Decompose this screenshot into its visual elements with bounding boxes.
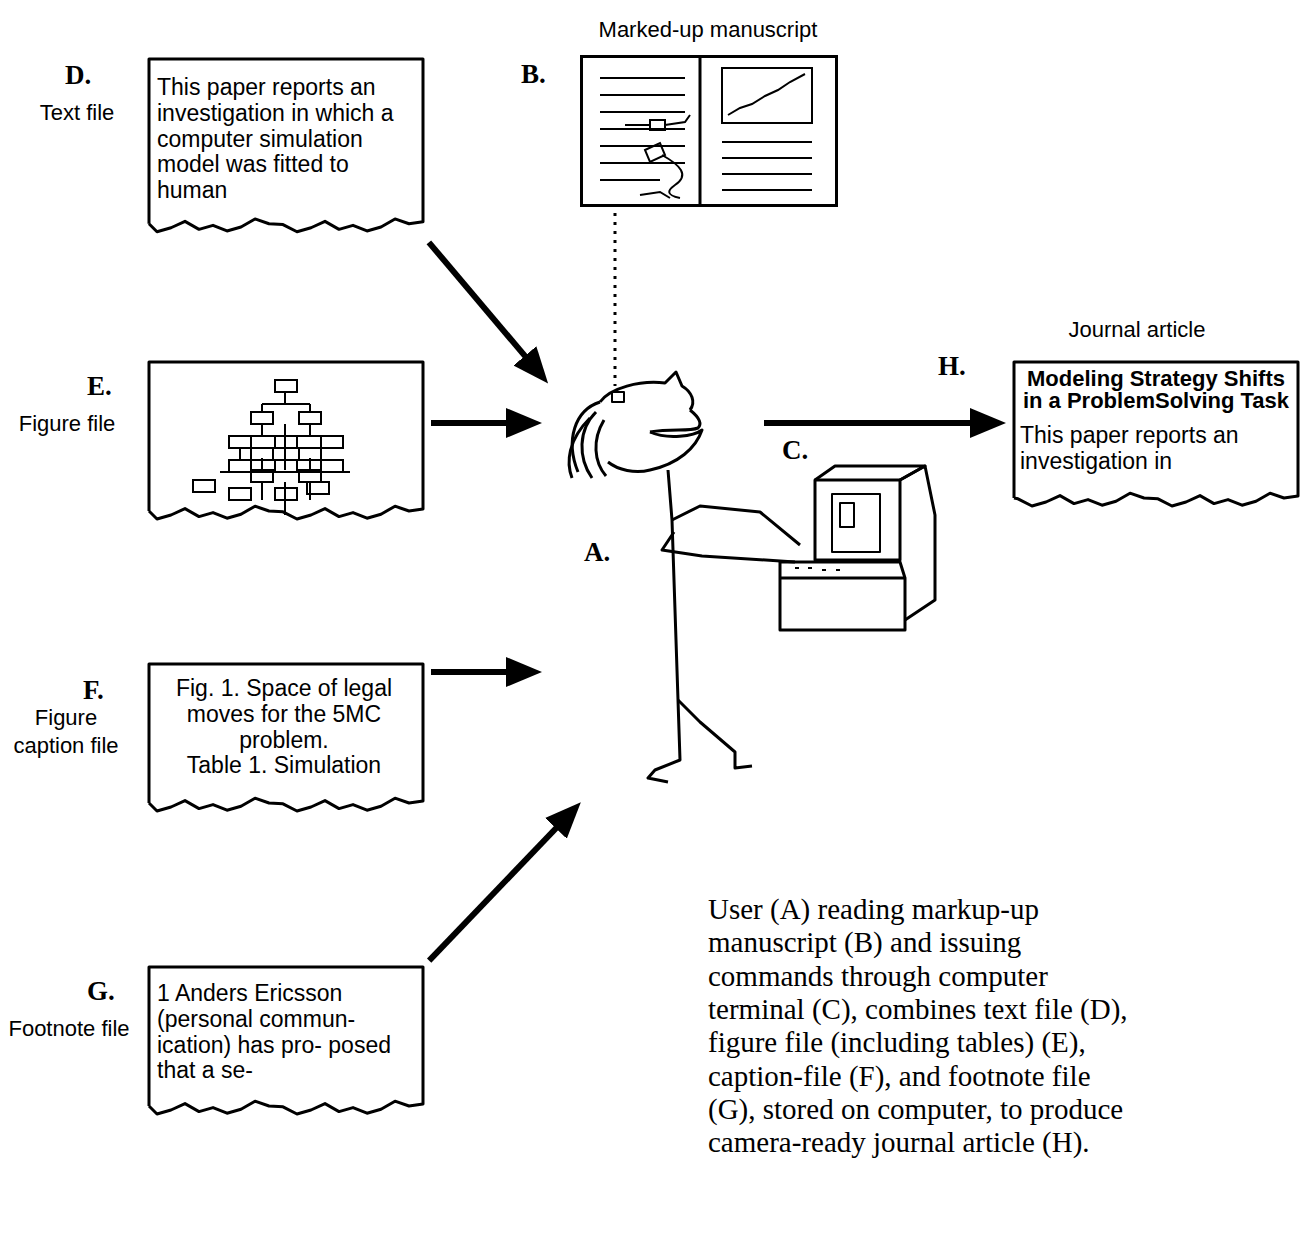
tree-figure [229, 436, 251, 448]
stick-figure [678, 700, 752, 768]
flow-arrow [429, 242, 535, 368]
manuscript-drawing [722, 68, 812, 123]
callout-letter: D. [65, 61, 115, 91]
user-figure: A. [548, 388, 758, 798]
stick-figure [569, 372, 800, 782]
tree-figure [275, 380, 297, 392]
computer-terminal [780, 577, 905, 580]
manuscript-drawing [600, 94, 685, 96]
body-text: This paper reports an investigation in [1020, 423, 1258, 475]
tree-figure [307, 482, 329, 494]
manuscript-drawing [728, 74, 805, 115]
tree-figure [275, 460, 297, 472]
caption-file: F.Figure caption fileFig. 1. Space of le… [147, 662, 425, 817]
tree-figure [193, 480, 215, 492]
torn-page-outline [149, 59, 423, 232]
text-file: D.Text fileThis paper reports an investi… [147, 57, 425, 238]
torn-page-outline [149, 664, 423, 811]
tree-figure [275, 436, 297, 448]
callout-letter: C. [782, 436, 822, 466]
flow-arrow [431, 669, 522, 675]
manuscript-drawing [600, 145, 685, 147]
figure-file: E.Figure file [147, 360, 425, 525]
tree-figure [215, 392, 350, 515]
computer-terminal: C. [780, 440, 940, 635]
box-heading: Figure caption file [10, 704, 122, 759]
torn-page-outline [149, 362, 423, 519]
torn-page-outline [149, 967, 423, 1114]
tree-figure [193, 380, 350, 515]
manuscript-drawing [722, 157, 812, 159]
box-heading: Figure file [15, 410, 119, 438]
callout-letter: E. [87, 372, 127, 402]
tree-figure [299, 412, 321, 424]
tree-figure [251, 448, 273, 460]
callout-letter: G. [87, 977, 127, 1007]
tree-figure [299, 470, 321, 482]
box-heading: Text file [35, 99, 119, 127]
tree-figure [275, 488, 297, 500]
stick-figure [662, 532, 795, 562]
body-text: Fig. 1. Space of legal moves for the 5MC… [161, 676, 407, 753]
stick-figure [569, 418, 590, 478]
callout-letter: A. [584, 538, 624, 568]
manuscript-drawing [722, 189, 812, 191]
manuscript-drawing [722, 173, 812, 175]
tree-figure [299, 448, 321, 460]
callout-letter: F. [83, 676, 123, 706]
manuscript-drawing [640, 192, 670, 198]
tree-figure [321, 436, 343, 448]
footnote-file: G.Footnote file1 Anders Ericsson (person… [147, 965, 425, 1120]
journal-article: Journal articleH.Modeling Strategy Shift… [1012, 360, 1300, 512]
flow-arrow [764, 420, 986, 426]
computer-terminal [795, 568, 840, 570]
stick-figure [672, 506, 800, 545]
stick-figure [608, 430, 702, 472]
manuscript-drawing [722, 141, 812, 143]
torn-page-outline [147, 360, 425, 525]
figure-caption: User (A) reading markup-up manuscript (B… [708, 893, 1128, 1160]
manuscript-drawing [600, 57, 812, 205]
callout-letter: B. [521, 60, 561, 90]
manuscript-drawing [600, 128, 685, 130]
manuscript-drawing [625, 115, 690, 130]
stick-figure [612, 392, 624, 402]
tree-figure [229, 488, 251, 500]
manuscript-box: Marked-up manuscriptB. [580, 55, 838, 207]
tree-figure [251, 412, 273, 424]
box-heading: Marked-up manuscript [543, 16, 873, 44]
torn-page-outline [1014, 362, 1298, 506]
body-text: This paper reports an investigation in w… [157, 75, 395, 204]
manuscript-drawing [600, 179, 660, 181]
gaze-line [614, 213, 617, 386]
manuscript-drawing [645, 143, 682, 198]
computer-terminal [840, 503, 854, 527]
manuscript-drawing [600, 77, 685, 79]
computer-terminal [815, 466, 925, 480]
tree-figure [251, 470, 273, 482]
stick-figure [596, 420, 606, 476]
stick-figure [582, 412, 596, 478]
computer-terminal [780, 562, 905, 630]
box-heading: Journal article [1002, 316, 1272, 344]
body-text: Table 1. Simulation [161, 753, 407, 779]
tree-figure [321, 460, 343, 472]
computer-terminal [815, 480, 900, 560]
manuscript-drawing [600, 111, 685, 113]
callout-letter: H. [938, 352, 982, 382]
body-text: 1 Anders Ericsson (personal commun- icat… [157, 981, 401, 1084]
computer-terminal [780, 466, 935, 630]
article-title: Modeling Strategy Shifts in a ProblemSol… [1020, 368, 1292, 413]
flow-arrow [429, 817, 567, 961]
stick-figure [650, 410, 700, 432]
computer-terminal [832, 494, 880, 552]
tree-figure [229, 460, 251, 472]
flow-arrow [431, 420, 522, 426]
box-heading: Footnote file [5, 1015, 133, 1043]
manuscript-drawing [699, 57, 702, 205]
